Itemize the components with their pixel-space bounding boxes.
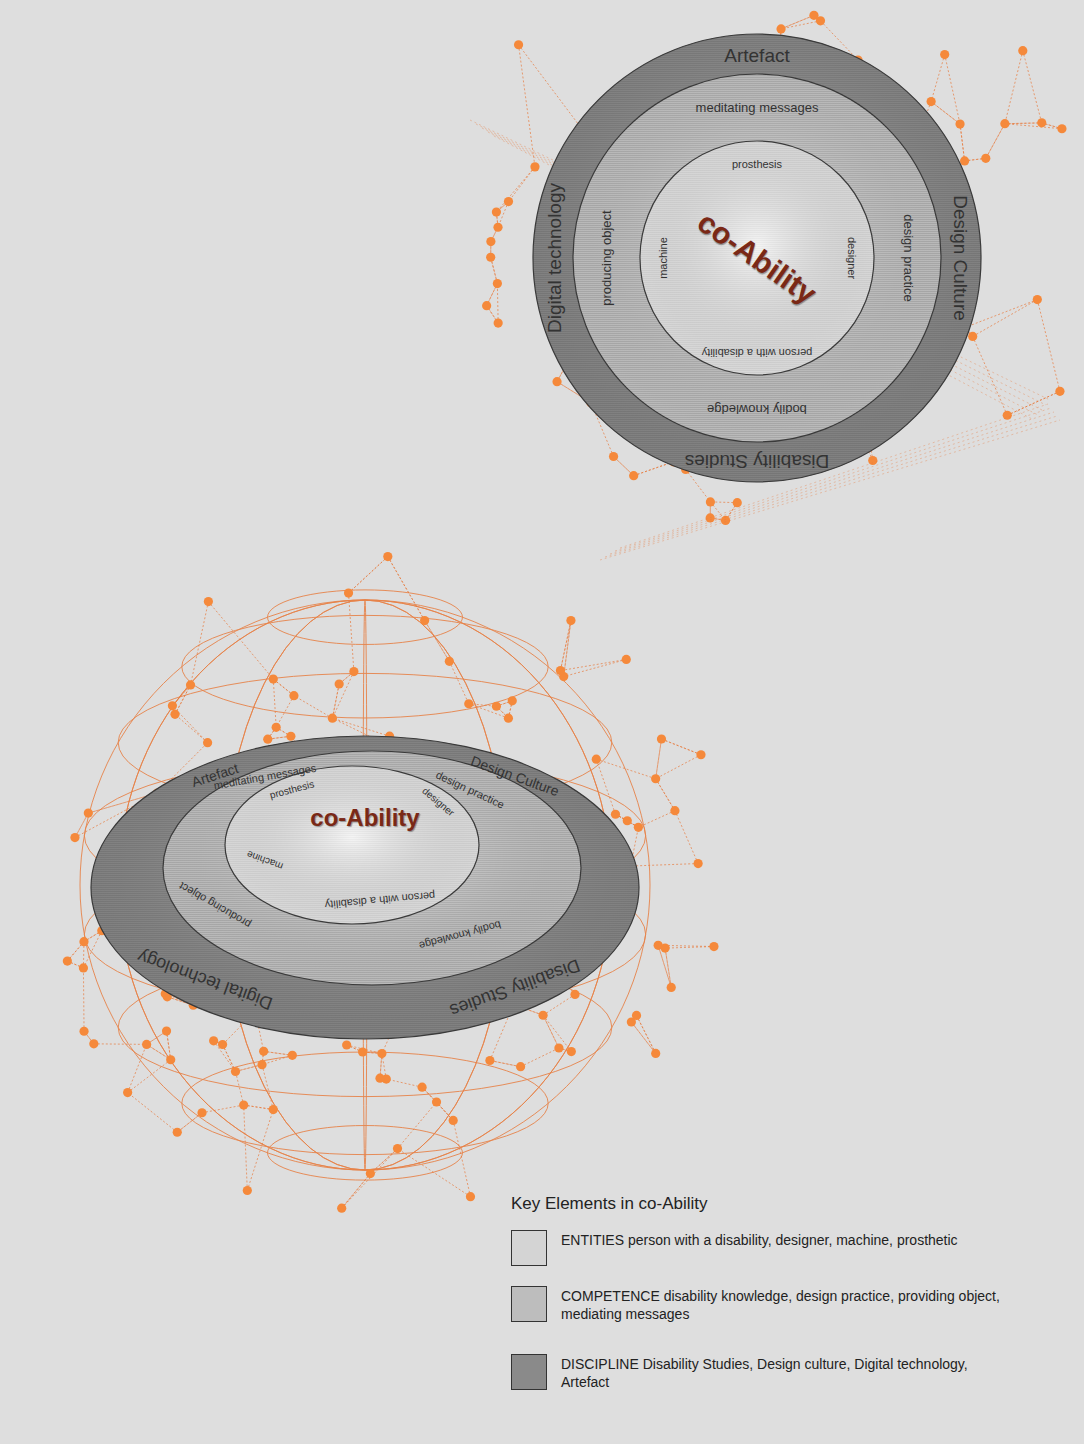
legend-swatch (511, 1230, 547, 1266)
competence-ring: meditating messages design practice bodily… (572, 73, 942, 443)
ring-label: designer (846, 237, 857, 279)
legend-swatch (511, 1354, 547, 1390)
ring-label: Digital technology (545, 183, 564, 333)
ring-label: Disability Studies (685, 452, 830, 471)
network-dots (482, 11, 1067, 525)
legend-text: COMPETENCE disability knowledge, design … (561, 1288, 1001, 1323)
legend-text: ENTITIES person with a disability, desig… (561, 1232, 1001, 1250)
competence-ring: meditating messagesdesign practicebodily… (162, 750, 582, 986)
network-lines (487, 15, 1062, 520)
ring-label: Artefact (724, 46, 789, 65)
ring-label: meditating messages (696, 101, 819, 114)
wireframe-sphere (80, 590, 650, 1180)
ring-label: producing object (600, 210, 613, 305)
entities-circle: co-Abilityprosthesisdesignerperson with … (639, 140, 875, 376)
legend-title: Key Elements in co-Ability (511, 1194, 708, 1214)
ring-label: Design Culture (951, 195, 970, 321)
network-lines (67, 557, 714, 1209)
center-title: co-Ability (310, 806, 419, 830)
ring-label: prosthesis (732, 159, 782, 170)
entities-circle: co-Abilityprosthesisdesignerperson with … (224, 765, 480, 925)
network-dots (63, 552, 719, 1213)
discipline-ring: ArtefactDesign CultureDisability Studies… (532, 33, 982, 483)
discipline-ring: ArtefactDesign CultureDisability Studies… (90, 735, 640, 1040)
ring-label: design practice (902, 214, 915, 301)
legend-text: DISCIPLINE Disability Studies, Design cu… (561, 1356, 1001, 1391)
ring-label: machine (658, 237, 669, 279)
legend-swatch (511, 1286, 547, 1322)
ring-label: bodily knowledge (707, 403, 807, 416)
ring-label: person with a disability (702, 347, 813, 358)
